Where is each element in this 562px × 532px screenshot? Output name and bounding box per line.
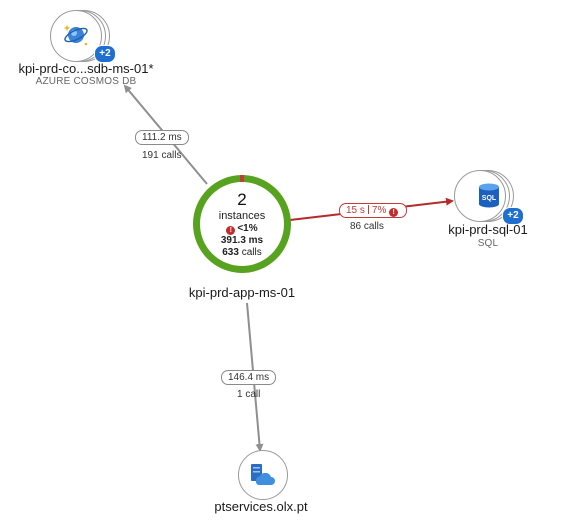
calls-summary: 633 calls — [193, 247, 291, 258]
failure-segment — [240, 175, 244, 182]
failure-rate-value: <1% — [237, 223, 258, 234]
edge-failure-rate: 7% — [371, 205, 387, 216]
failure-rate: !<1% — [193, 223, 291, 235]
additional-instances-badge: +2 — [94, 45, 116, 63]
cloud-server-icon — [248, 463, 276, 492]
pill-divider — [367, 205, 369, 214]
edge-duration: 15 s — [346, 205, 365, 216]
error-icon: ! — [226, 226, 236, 235]
calls-label: calls — [241, 247, 262, 258]
edge-duration-pill[interactable]: 146.4 ms — [221, 370, 277, 385]
sql-database-icon: SQL — [478, 183, 500, 214]
sql-icon-text: SQL — [482, 195, 497, 202]
edge-calls-label: 1 call — [237, 389, 261, 400]
edge-duration-pill[interactable]: 15 s 7% ! — [339, 203, 408, 218]
calls-count: 633 — [222, 247, 239, 258]
node-type: SQL — [477, 238, 499, 249]
health-ring[interactable] — [193, 175, 291, 273]
instance-count: 2 — [237, 190, 247, 209]
cosmos-db-icon — [63, 22, 89, 53]
edge-calls-label: 86 calls — [350, 221, 384, 232]
node-type: AZURE COSMOS DB — [35, 76, 137, 87]
node-name[interactable]: ptservices.olx.pt — [214, 499, 308, 514]
edge-duration-pill[interactable]: 111.2 ms — [135, 130, 189, 145]
node-name[interactable]: kpi-prd-co...sdb-ms-01* — [18, 61, 154, 76]
average-duration: 391.3 ms — [220, 235, 264, 246]
error-icon: ! — [389, 208, 399, 217]
instances-label: instances — [218, 210, 266, 222]
node-name[interactable]: kpi-prd-sql-01 — [448, 222, 528, 237]
edge-calls-label: 191 calls — [142, 150, 182, 161]
additional-instances-badge: +2 — [502, 207, 524, 225]
node-name[interactable]: kpi-prd-app-ms-01 — [188, 285, 296, 300]
